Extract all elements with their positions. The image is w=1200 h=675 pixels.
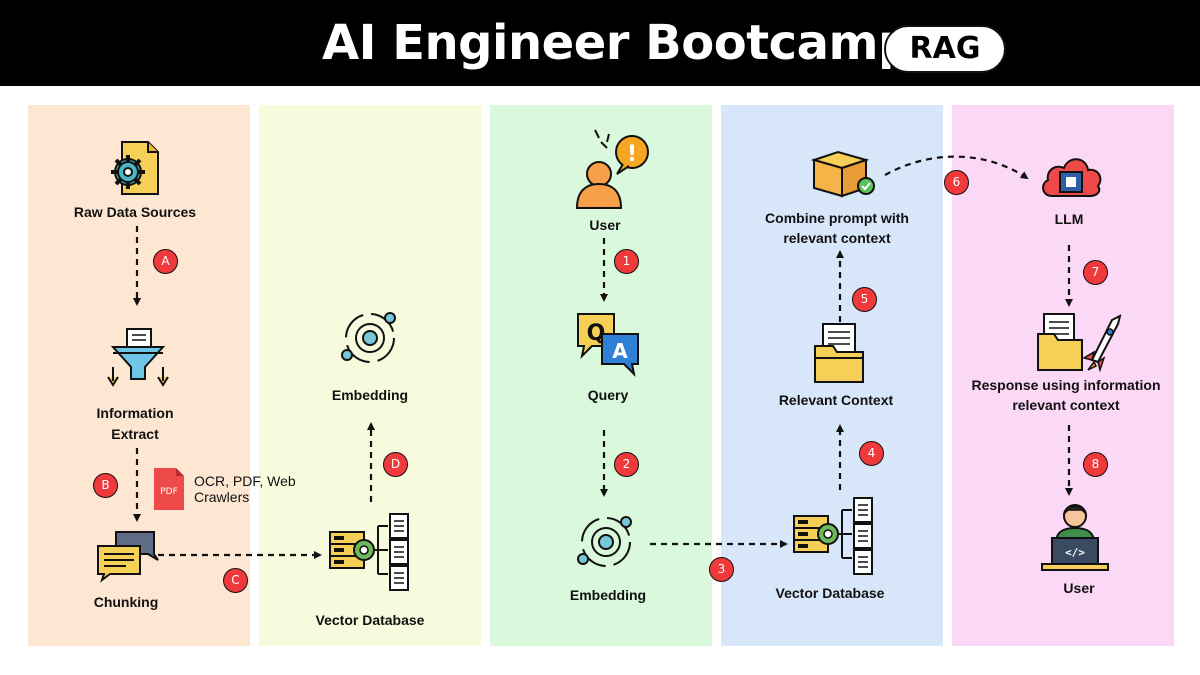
label-combine-prompt-line1: Combine prompt with: [765, 210, 909, 226]
vector-database-icon: [329, 513, 409, 591]
label-user-bottom: User: [1063, 580, 1095, 596]
embedding-orbit-icon: [577, 516, 632, 567]
pdf-file-icon: PDF: [154, 468, 184, 510]
step-badge-b: B: [93, 473, 118, 498]
step-badge-8: 8: [1083, 452, 1108, 477]
folder-documents-icon: [814, 323, 864, 383]
step-badge-1: 1: [614, 249, 639, 274]
label-embedding-left: Embedding: [331, 387, 409, 403]
query-q-glyph: Q: [587, 321, 606, 346]
embedding-orbit-icon: [341, 312, 396, 363]
step-badge-d: D: [383, 452, 408, 477]
step-badge-7: 7: [1083, 260, 1108, 285]
label-llm: LLM: [1054, 211, 1084, 227]
label-chunking: Chunking: [93, 594, 159, 610]
label-extract: Extract: [111, 426, 159, 442]
query-a-glyph: A: [612, 339, 628, 363]
vector-database-icon: [793, 497, 873, 575]
label-response-line2: relevant context: [1012, 397, 1120, 413]
page-title: AI Engineer Bootcamp: [322, 15, 912, 71]
step-badge-5: 5: [852, 287, 877, 312]
label-user-top: User: [589, 217, 621, 233]
label-vector-database-right: Vector Database: [775, 585, 885, 601]
label-raw-data-sources: Raw Data Sources: [73, 204, 197, 220]
label-query: Query: [587, 387, 629, 403]
label-vector-database-left: Vector Database: [315, 612, 425, 628]
rag-badge: RAG: [884, 25, 1006, 73]
label-ocr-pdf-web-crawlers: OCR, PDF, Web Crawlers: [194, 473, 296, 505]
step-badge-3: 3: [709, 557, 734, 582]
cloud-chip-icon: [1042, 158, 1102, 197]
user-alert-icon: !: [575, 129, 649, 209]
user-laptop-icon: </>: [1041, 504, 1109, 571]
step-badge-4: 4: [859, 441, 884, 466]
step-badge-a: A: [153, 249, 178, 274]
step-badge-6: 6: [944, 170, 969, 195]
label-combine-prompt-line2: relevant context: [783, 230, 891, 246]
step-badge-c: C: [223, 568, 248, 593]
query-qa-icon: Q A: [577, 313, 639, 378]
label-relevant-context: Relevant Context: [778, 392, 894, 408]
alert-glyph: !: [627, 142, 637, 167]
chunk-messages-icon: [97, 531, 159, 583]
label-embedding-mid: Embedding: [569, 587, 647, 603]
label-information: Information: [96, 405, 174, 421]
label-response-line1: Response using information: [971, 377, 1161, 393]
document-gear-icon: [111, 141, 159, 195]
pdf-badge-text: PDF: [160, 487, 178, 497]
code-glyph: </>: [1065, 546, 1085, 559]
header-bar: AI Engineer Bootcamp RAG: [0, 0, 1200, 86]
step-badge-2: 2: [614, 452, 639, 477]
package-check-icon: [810, 150, 875, 198]
folder-rocket-icon: [1037, 313, 1122, 373]
funnel-icon: [107, 328, 169, 387]
